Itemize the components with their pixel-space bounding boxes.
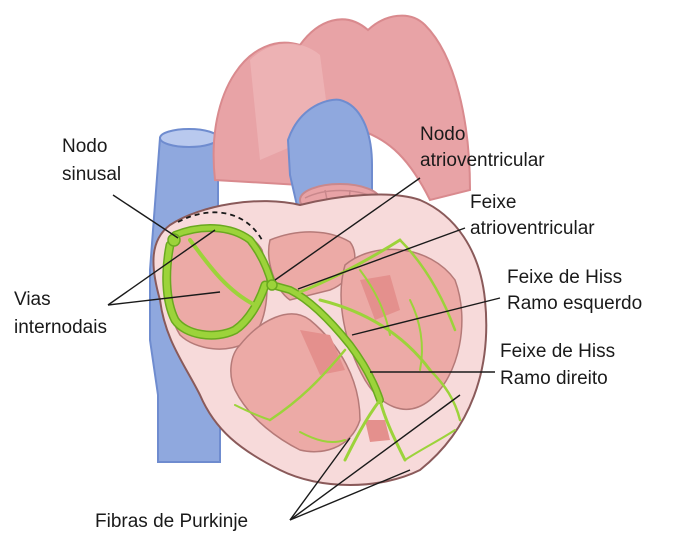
label-feixe-av-line2: atrioventricular (470, 218, 595, 239)
label-nodo-av-line1: Nodo (420, 124, 465, 145)
label-ramo-esquerdo-line2: Ramo esquerdo (507, 293, 642, 314)
label-ramo-esquerdo-line1: Feixe de Hiss (507, 267, 622, 288)
label-fibras-purkinje: Fibras de Purkinje (95, 511, 248, 532)
label-vias-internodais-line2: internodais (14, 317, 107, 338)
label-ramo-direito-line1: Feixe de Hiss (500, 341, 615, 362)
label-nodo-sinusal-line1: Nodo (62, 136, 107, 157)
label-nodo-av-line2: atrioventricular (420, 150, 545, 171)
label-ramo-direito-line2: Ramo direito (500, 368, 608, 389)
label-nodo-sinusal-line2: sinusal (62, 164, 121, 185)
label-feixe-av-line1: Feixe (470, 192, 516, 213)
label-vias-internodais-line1: Vias (14, 289, 51, 310)
